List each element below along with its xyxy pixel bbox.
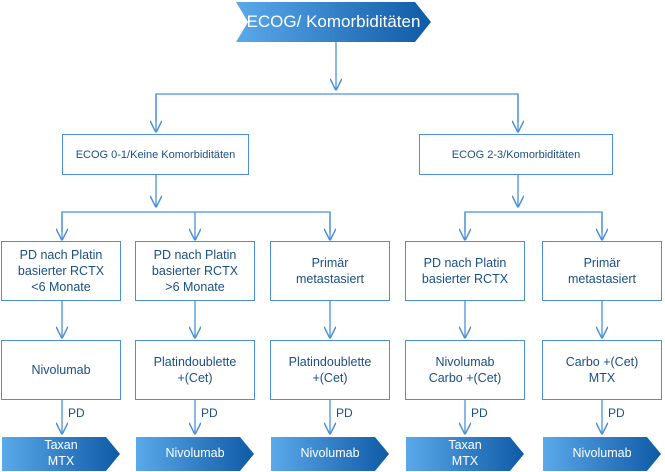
- pd-label: PD: [608, 406, 625, 420]
- outcome-label: Nivolumab: [300, 446, 360, 461]
- therapy-label: Carbo +(Cet) MTX: [565, 354, 639, 385]
- banner-shape: [236, 2, 431, 42]
- outcome-label: Nivolumab: [165, 446, 225, 461]
- title-label: ECOG/ Komorbiditäten: [246, 12, 421, 31]
- therapy-box: Carbo +(Cet) MTX: [542, 340, 662, 400]
- therapy-box: Platindoublette +(Cet): [135, 340, 255, 400]
- banner-shape: [406, 437, 524, 471]
- outcome-label: Taxan MTX: [448, 438, 482, 468]
- branch-right-label: ECOG 2-3/Komorbiditäten: [451, 148, 581, 161]
- situation-box: Primär metastasiert: [270, 241, 390, 301]
- outcome-banner: Nivolumab: [136, 437, 254, 471]
- situation-label: PD nach Platin basierter RCTX <6 Monate: [17, 247, 105, 295]
- situation-label: PD nach Platin basierter RCTX >6 Monate: [151, 247, 239, 295]
- banner-shape: [136, 437, 254, 471]
- title-banner: ECOG/ Komorbiditäten: [236, 2, 431, 42]
- therapy-label: Nivolumab: [31, 362, 91, 377]
- therapy-box: Nivolumab: [1, 340, 121, 400]
- banner-shape: [2, 437, 120, 471]
- outcome-label: Taxan MTX: [44, 438, 78, 468]
- situation-box: PD nach Platin basierter RCTX: [405, 241, 525, 301]
- therapy-label: Nivolumab Carbo +(Cet): [428, 354, 502, 385]
- branch-right-box: ECOG 2-3/Komorbiditäten: [419, 134, 613, 175]
- therapy-label: Platindoublette +(Cet): [288, 354, 372, 385]
- situation-label: Primär metastasiert: [295, 255, 365, 286]
- pd-label: PD: [471, 406, 488, 420]
- situation-box: PD nach Platin basierter RCTX >6 Monate: [135, 241, 255, 301]
- outcome-banner: Nivolumab: [543, 437, 661, 471]
- pd-label: PD: [68, 406, 85, 420]
- situation-box: Primär metastasiert: [542, 241, 662, 301]
- situation-label: Primär metastasiert: [567, 255, 637, 286]
- pd-label: PD: [201, 406, 218, 420]
- branch-left-label: ECOG 0-1/Keine Komorbiditäten: [75, 148, 236, 161]
- pd-label: PD: [336, 406, 353, 420]
- situation-label: PD nach Platin basierter RCTX: [421, 255, 509, 286]
- outcome-label: Nivolumab: [572, 446, 632, 461]
- therapy-box: Nivolumab Carbo +(Cet): [405, 340, 525, 400]
- outcome-banner: Nivolumab: [271, 437, 389, 471]
- therapy-label: Platindoublette +(Cet): [153, 354, 237, 385]
- therapy-box: Platindoublette +(Cet): [270, 340, 390, 400]
- banner-shape: [543, 437, 661, 471]
- banner-shape: [271, 437, 389, 471]
- outcome-banner: Taxan MTX: [406, 437, 524, 471]
- branch-left-box: ECOG 0-1/Keine Komorbiditäten: [62, 134, 249, 175]
- outcome-banner: Taxan MTX: [2, 437, 120, 471]
- situation-box: PD nach Platin basierter RCTX <6 Monate: [1, 241, 121, 301]
